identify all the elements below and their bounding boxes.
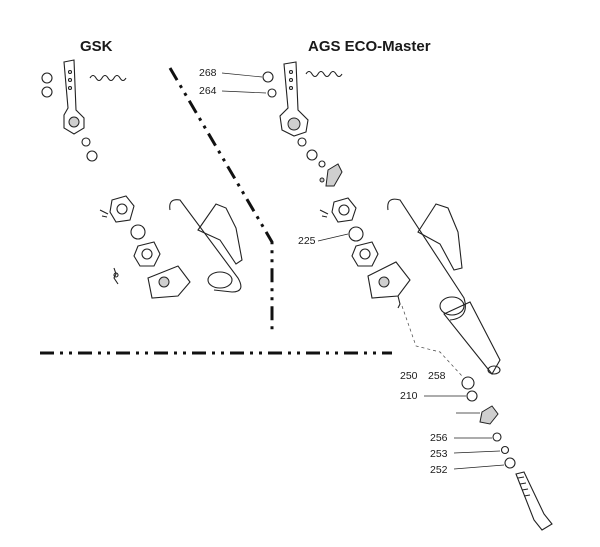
ags-bolt-small [319, 209, 329, 218]
callout-210: 210 [400, 390, 418, 402]
gsk-spring [89, 74, 127, 82]
ags-flange-lower-center [359, 248, 371, 260]
leader-268 [221, 72, 263, 78]
callout-225: 225 [298, 235, 316, 247]
ags-pin [319, 177, 325, 183]
callout-250: 250 [400, 370, 418, 382]
ags-assembly [262, 61, 553, 531]
ags-arm-hole-2 [288, 77, 294, 83]
ags-bolt [397, 295, 401, 309]
title-gsk: GSK [80, 38, 113, 55]
ags-ring-253 [500, 445, 510, 455]
ags-flange-upper-center [338, 204, 350, 216]
gsk-axle-tube [169, 199, 242, 293]
callout-253: 253 [430, 448, 448, 460]
gsk-flange-upper-center [116, 203, 128, 215]
ags-axle-tube-end [439, 296, 465, 316]
gsk-bracket [197, 203, 243, 265]
ags-ring-256 [492, 432, 502, 442]
divider-diagonal [168, 67, 274, 330]
leader-264 [221, 90, 267, 94]
gsk-washer [113, 272, 119, 278]
gsk-flange-lower [133, 241, 161, 267]
gsk-arm-hub [68, 116, 80, 128]
ags-bushing-225 [348, 226, 364, 242]
leader-252 [453, 464, 505, 470]
ags-camshaft-spline [517, 476, 531, 497]
ags-spindle [443, 301, 501, 375]
gsk-ring-mid [81, 137, 91, 147]
gsk-flange-upper [109, 195, 135, 223]
gsk-flange-lower-center [141, 248, 153, 260]
callout-252: 252 [430, 464, 448, 476]
gsk-assembly [41, 59, 243, 299]
ags-ring-264 [267, 88, 277, 98]
ags-ring-c [318, 160, 326, 168]
ags-ring-a [297, 137, 307, 147]
gsk-bolt-small [99, 209, 109, 218]
gsk-ring-low [86, 150, 98, 162]
ags-spring [305, 70, 343, 78]
gsk-ring-top [41, 72, 53, 84]
gsk-arm-hole-1 [67, 69, 73, 75]
title-ags-eco-master: AGS ECO-Master [308, 38, 431, 55]
ags-adjuster-arm [279, 61, 309, 137]
ags-ring-268 [262, 71, 274, 83]
callout-268: 268 [199, 67, 217, 79]
gsk-arm-hole-2 [67, 77, 73, 83]
callout-leaders [221, 72, 505, 470]
ags-cam-plate-center [378, 276, 390, 288]
ags-flange-upper [331, 197, 357, 223]
gsk-bolt [113, 267, 119, 285]
ags-guide-line [401, 305, 463, 377]
leader-225 [317, 233, 349, 242]
ags-camshaft [515, 471, 553, 531]
ags-arm-hub [287, 117, 301, 131]
divider-lines [40, 67, 392, 355]
callout-256: 256 [430, 432, 448, 444]
ags-ring-210 [466, 390, 478, 402]
ags-ring-252 [504, 457, 516, 469]
ags-cam-plate [367, 261, 411, 299]
ags-bracket [417, 203, 463, 271]
ags-flange-lower [351, 241, 379, 267]
ags-arm-hole-3 [288, 85, 294, 91]
callout-258: 258 [428, 370, 446, 382]
ags-ring-b [306, 149, 318, 161]
gsk-cam-plate [147, 265, 191, 299]
callout-264: 264 [199, 85, 217, 97]
ags-sleeve [479, 405, 499, 425]
gsk-bushing [130, 224, 146, 240]
leader-253 [453, 450, 501, 454]
gsk-axle-tube-end [207, 271, 233, 289]
gsk-adjuster-arm [63, 59, 85, 135]
gsk-cam-plate-center [158, 276, 170, 288]
gsk-arm-hole-3 [67, 85, 73, 91]
ags-axle-tube [387, 198, 466, 321]
ags-spindle-end [487, 365, 501, 375]
ags-pawl [325, 163, 343, 187]
ags-ring-258 [461, 376, 475, 390]
gsk-ring-top-2 [41, 86, 53, 98]
ags-arm-hole-1 [288, 69, 294, 75]
